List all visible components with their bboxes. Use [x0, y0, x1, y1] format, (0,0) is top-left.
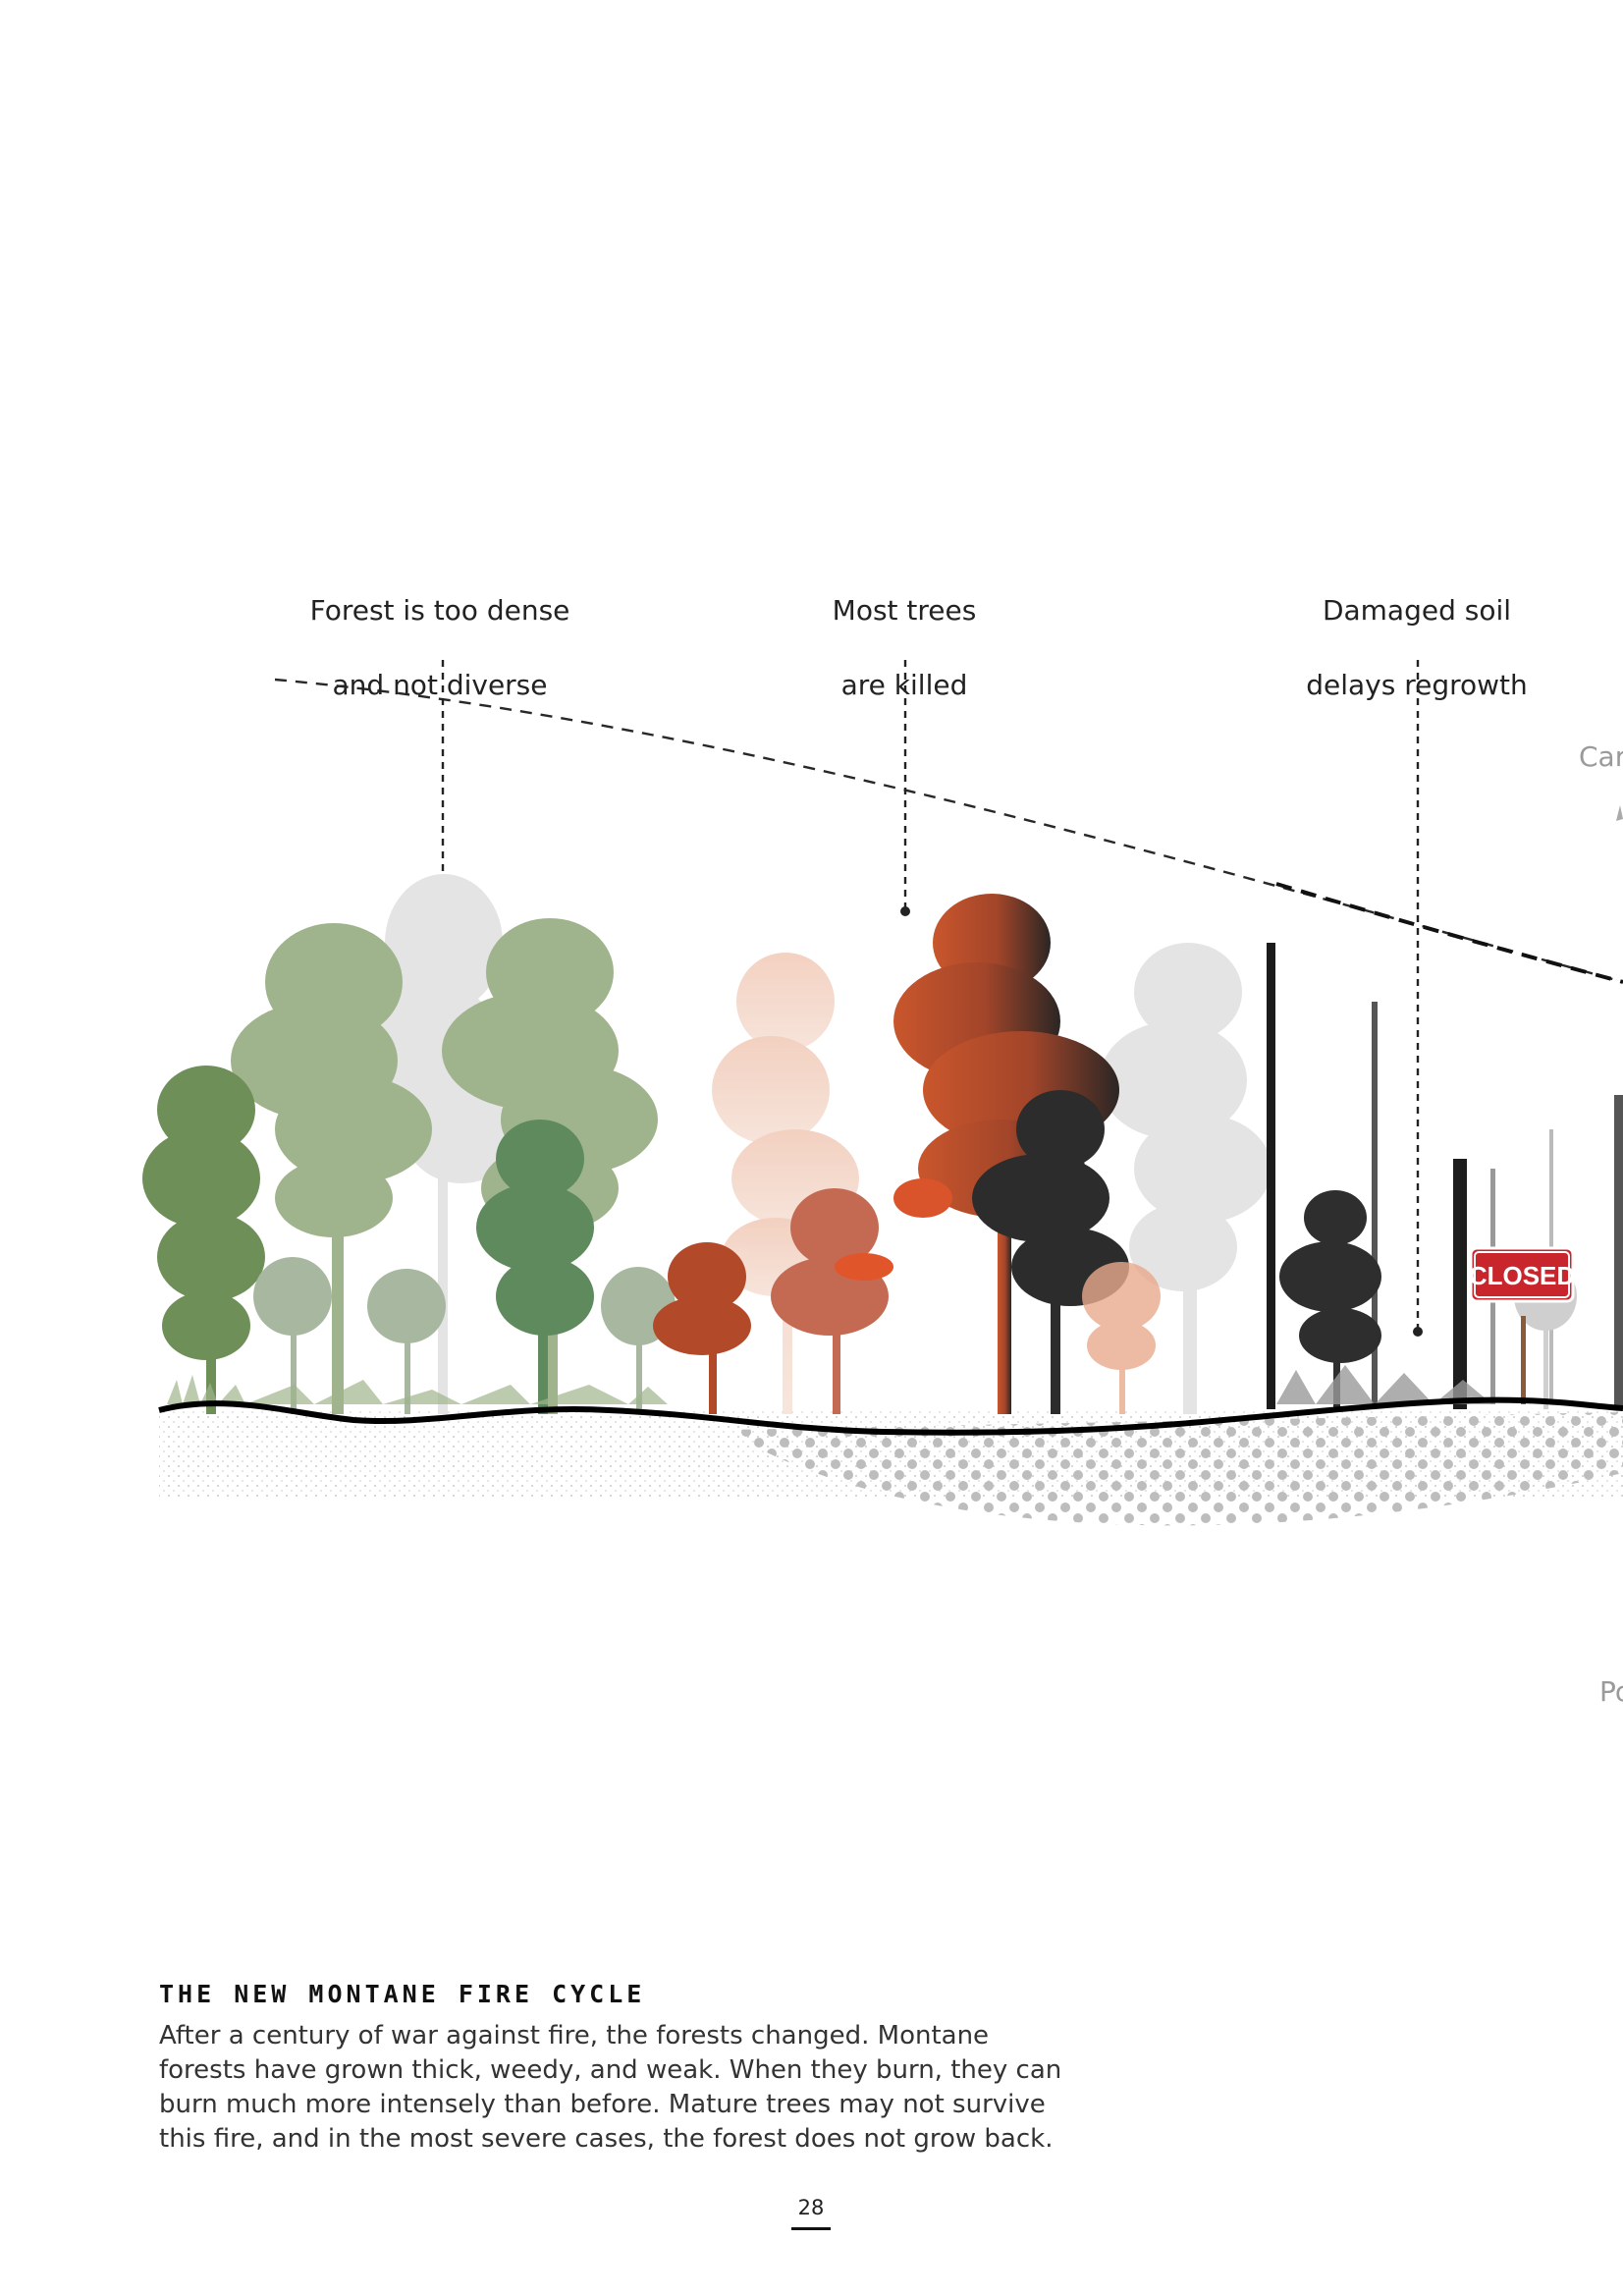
- closed-sign-text: CLOSED: [1469, 1261, 1575, 1290]
- caption-title: THE NEW MONTANE FIRE CYCLE: [159, 1980, 645, 2008]
- annotation-damaged-soil: Damaged soil delays regrowth: [1220, 555, 1613, 704]
- charred-snags: [1267, 943, 1623, 1409]
- cutoff-label-bottom: Po: [1599, 1675, 1623, 1708]
- page-number-rule: [791, 2227, 831, 2230]
- annotation-line: are killed: [841, 669, 968, 701]
- annotation-dense-forest: Forest is too dense and not diverse: [243, 555, 636, 704]
- leader-dot: [1413, 1327, 1423, 1337]
- caption-line: forests have grown thick, weedy, and wea…: [159, 2053, 1043, 2088]
- annotation-trees-killed: Most trees are killed: [708, 555, 1101, 704]
- caption-line: After a century of war against fire, the…: [159, 2019, 1043, 2053]
- annotation-line: and not diverse: [332, 669, 547, 701]
- annotation-line: Forest is too dense: [310, 594, 570, 627]
- burning-trees: [653, 894, 1161, 1414]
- caption-body: After a century of war against fire, the…: [159, 2019, 1043, 2157]
- cutoff-label-top: Car: [1579, 740, 1623, 773]
- annotation-line: Most trees: [833, 594, 977, 627]
- leader-dot: [900, 906, 910, 916]
- annotation-line: delays regrowth: [1306, 669, 1528, 701]
- caption-line: this fire, and in the most severe cases,…: [159, 2122, 1043, 2157]
- caption-line: burn much more intensely than before. Ma…: [159, 2088, 1043, 2122]
- annotation-line: Damaged soil: [1323, 594, 1511, 627]
- arrowhead-icon: [1616, 805, 1623, 821]
- page-number: 28: [772, 2196, 850, 2219]
